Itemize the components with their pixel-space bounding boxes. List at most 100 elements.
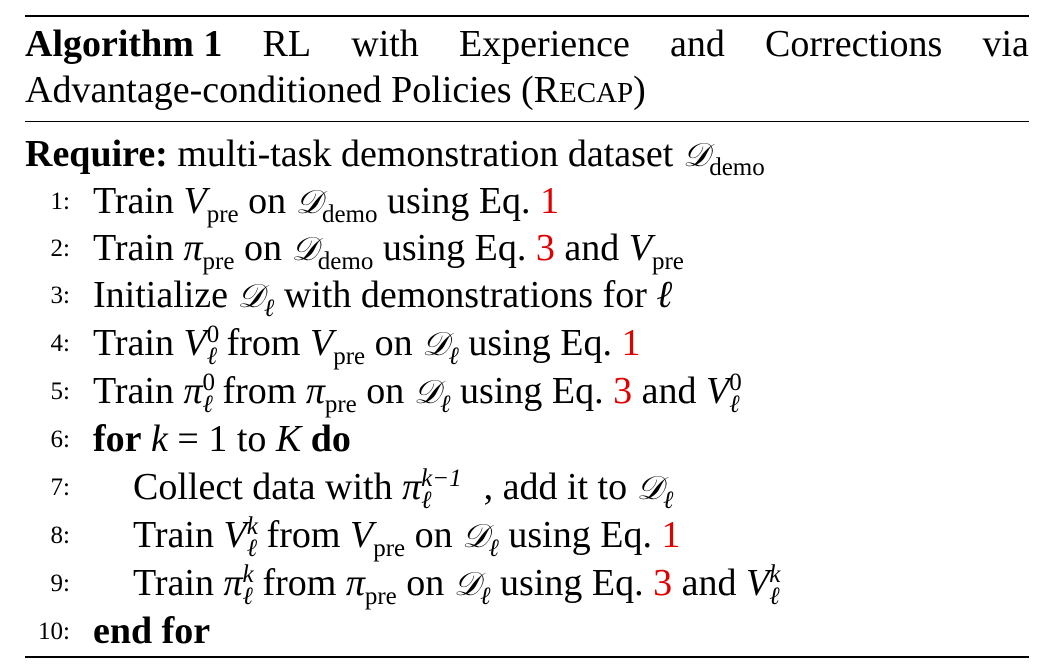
require-line: Require: multi-task demonstration datase… (25, 131, 765, 182)
math-symbol: π (402, 466, 422, 508)
line-text: , add it to (483, 466, 628, 508)
math-subscript: ℓ (421, 487, 432, 514)
line-number: 9: (50, 570, 70, 597)
math-symbol: π (183, 370, 203, 412)
math-symbol: 𝒟 (413, 372, 441, 411)
line-number: 4: (50, 330, 70, 357)
math-symbol: V (183, 180, 207, 222)
algorithm-line-4: Train V0ℓ from Vpre on 𝒟ℓ using Eq. 1 (93, 320, 640, 371)
math-symbol: π (223, 562, 243, 604)
algorithm-line-8: Train Vkℓ from Vpre on 𝒟ℓ using Eq. 1 (133, 512, 680, 563)
line-text: from (222, 370, 297, 412)
line-text: Train (133, 514, 214, 556)
math-subscript: pre (651, 248, 684, 275)
line-text: on (406, 562, 445, 604)
equation-reference[interactable]: 1 (621, 322, 641, 364)
line-text: with demonstrations for (283, 274, 647, 316)
math-symbol: 𝒟 (682, 135, 710, 174)
math-symbol: V (349, 514, 374, 556)
line-text: on (414, 514, 453, 556)
caption-word: Experience (458, 23, 630, 65)
keyword-for: for (93, 418, 142, 460)
line-text: Train (93, 370, 174, 412)
equation-reference[interactable]: 3 (613, 370, 633, 412)
math-subscript: ℓ (662, 487, 674, 514)
line-number: 6: (50, 426, 70, 453)
math-symbol: 𝒟 (237, 276, 264, 315)
equation-reference[interactable]: 1 (661, 514, 681, 556)
math-subscript: demo (709, 154, 765, 181)
math-symbol: ℓ (656, 274, 673, 316)
line-text: using Eq. (508, 514, 652, 556)
line-text: using Eq. (460, 370, 604, 412)
line-number: 8: (50, 522, 70, 549)
line-number: 10: (38, 618, 70, 645)
line-text: on (374, 322, 413, 364)
math-subscript: ℓ (263, 295, 275, 322)
math-subscript: ℓ (440, 391, 451, 418)
caption-text: Advantage-conditioned Policies ( (25, 69, 534, 111)
require-text: multi-task demonstration dataset (177, 133, 674, 175)
line-text: from (262, 562, 337, 604)
equation-reference[interactable]: 3 (535, 227, 555, 269)
math-symbol: 𝒟 (291, 229, 318, 268)
caption-word: with (351, 23, 419, 65)
line-text: using Eq. (468, 322, 612, 364)
caption-word: Corrections (765, 23, 943, 65)
equation-reference[interactable]: 1 (540, 180, 560, 222)
math-subscript: pre (202, 248, 235, 275)
line-text: on (248, 180, 287, 222)
math-symbol: k (151, 418, 168, 460)
line-text: using Eq. (500, 562, 644, 604)
math-subscript: ℓ (202, 391, 213, 418)
keyword-do: do (310, 418, 351, 460)
math-subscript: ℓ (246, 535, 258, 562)
math-symbol: 𝒟 (422, 324, 449, 363)
math-superscript: 0 (202, 369, 216, 396)
equation-reference[interactable]: 3 (653, 562, 673, 604)
algorithm-line-9: Train πkℓ from πpre on 𝒟ℓ using Eq. 3 an… (133, 560, 780, 611)
math-superscript: k (246, 513, 258, 540)
algorithm-label: Algorithm 1 (25, 23, 223, 65)
line-text: from (226, 322, 301, 364)
math-subscript: pre (333, 343, 366, 370)
algorithm-line-10: end for (93, 608, 210, 654)
algorithm-line-2: Train πpre on 𝒟demo using Eq. 3 and Vpre (93, 225, 684, 276)
math-symbol: K (275, 418, 302, 460)
math-subscript: demo (321, 201, 378, 228)
math-symbol: π (345, 562, 365, 604)
math-superscript: k (242, 561, 254, 588)
math-subscript: ℓ (206, 343, 218, 370)
math-symbol: 𝒟 (462, 516, 489, 555)
algorithm-caption-line2: Advantage-conditioned Policies (RECAP) (25, 68, 1029, 115)
math-subscript: pre (324, 391, 357, 418)
require-keyword: Require: (25, 133, 168, 175)
algorithm-line-3: Initialize 𝒟ℓ with demonstrations for ℓ (93, 272, 672, 323)
line-text: Train (93, 322, 174, 364)
line-text: and (641, 370, 697, 412)
line-text: using Eq. (387, 180, 531, 222)
line-text: and (564, 227, 620, 269)
math-symbol: V (183, 322, 207, 364)
line-text: Train (93, 180, 174, 222)
recap-smallcaps: ECAP (559, 77, 634, 109)
math-symbol: V (223, 514, 247, 556)
line-text: using Eq. (382, 227, 527, 269)
line-number: 5: (50, 378, 70, 405)
math-symbol: π (305, 370, 325, 412)
algorithm-line-1: Train Vpre on 𝒟demo using Eq. 1 (93, 178, 559, 229)
math-subscript: ℓ (729, 391, 740, 418)
algorithm-caption-line1: Algorithm 1 RL with Experience and Corre… (25, 22, 1029, 66)
math-symbol: V (745, 562, 770, 604)
caption-close: ) (633, 69, 646, 111)
math-subscript: ℓ (448, 343, 459, 370)
keyword-end-for: end for (93, 610, 211, 652)
algorithm-line-7: Collect data with πk−1ℓ, add it to 𝒟ℓ (133, 464, 673, 515)
math-subscript: ℓ (480, 583, 491, 610)
caption-word: and (670, 23, 725, 65)
math-symbol: π (183, 227, 203, 269)
math-superscript: k−1 (421, 465, 462, 492)
line-text: Train (133, 562, 214, 604)
math-subscript: pre (364, 583, 397, 610)
math-symbol: V (705, 370, 730, 412)
